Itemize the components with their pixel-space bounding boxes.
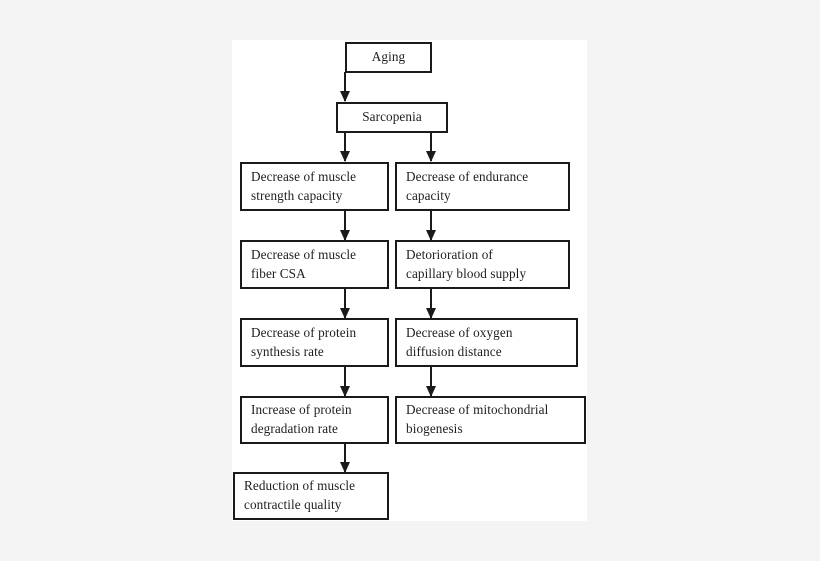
node-aging[interactable]: Aging — [345, 42, 432, 73]
node-sarcopenia[interactable]: Sarcopenia — [336, 102, 448, 133]
arrow-protein-synth-to-protein-degrad — [344, 367, 346, 396]
node-endurance[interactable]: Decrease of endurance capacity — [395, 162, 570, 211]
arrow-endurance-to-capillary — [430, 211, 432, 240]
arrow-aging-to-sarcopenia — [344, 72, 346, 101]
node-contractile-label: Reduction of muscle contractile quality — [244, 478, 356, 512]
node-strength-label: Decrease of muscle strength capacity — [251, 168, 357, 203]
node-contractile[interactable]: Reduction of muscle contractile quality — [233, 472, 389, 520]
node-mitochondrial-label: Decrease of mitochondrial biogenesis — [406, 402, 549, 436]
node-strength[interactable]: Decrease of muscle strength capacity — [240, 162, 389, 211]
node-fiber-csa[interactable]: Decrease of muscle fiber CSA — [240, 240, 389, 289]
arrow-oxygen-diffusion-to-mitochondrial — [430, 367, 432, 396]
arrow-fiber-csa-to-protein-synth — [344, 289, 346, 318]
node-protein-synth[interactable]: Decrease of protein synthesis rate — [240, 318, 389, 367]
node-mitochondrial[interactable]: Decrease of mitochondrial biogenesis — [395, 396, 586, 444]
arrow-sarcopenia-to-endurance — [430, 133, 432, 161]
arrow-capillary-to-oxygen-diffusion — [430, 289, 432, 318]
node-capillary[interactable]: Detorioration of capillary blood supply — [395, 240, 570, 289]
diagram-canvas: Aging Sarcopenia Decrease of muscle stre… — [232, 40, 587, 521]
node-oxygen-diffusion[interactable]: Decrease of oxygen diffusion distance — [395, 318, 578, 367]
node-endurance-label: Decrease of endurance capacity — [406, 168, 529, 203]
arrow-strength-to-fiber-csa — [344, 211, 346, 240]
node-aging-label: Aging — [371, 49, 406, 65]
node-protein-synth-label: Decrease of protein synthesis rate — [251, 324, 357, 359]
node-fiber-csa-label: Decrease of muscle fiber CSA — [251, 246, 357, 281]
node-sarcopenia-label: Sarcopenia — [362, 109, 422, 125]
node-protein-degrad[interactable]: Increase of protein degradation rate — [240, 396, 389, 444]
node-oxygen-diffusion-label: Decrease of oxygen diffusion distance — [406, 324, 513, 359]
arrow-sarcopenia-to-strength — [344, 133, 346, 161]
arrow-protein-degrad-to-contractile — [344, 444, 346, 472]
node-capillary-label: Detorioration of capillary blood supply — [406, 246, 527, 281]
node-protein-degrad-label: Increase of protein degradation rate — [251, 402, 352, 436]
